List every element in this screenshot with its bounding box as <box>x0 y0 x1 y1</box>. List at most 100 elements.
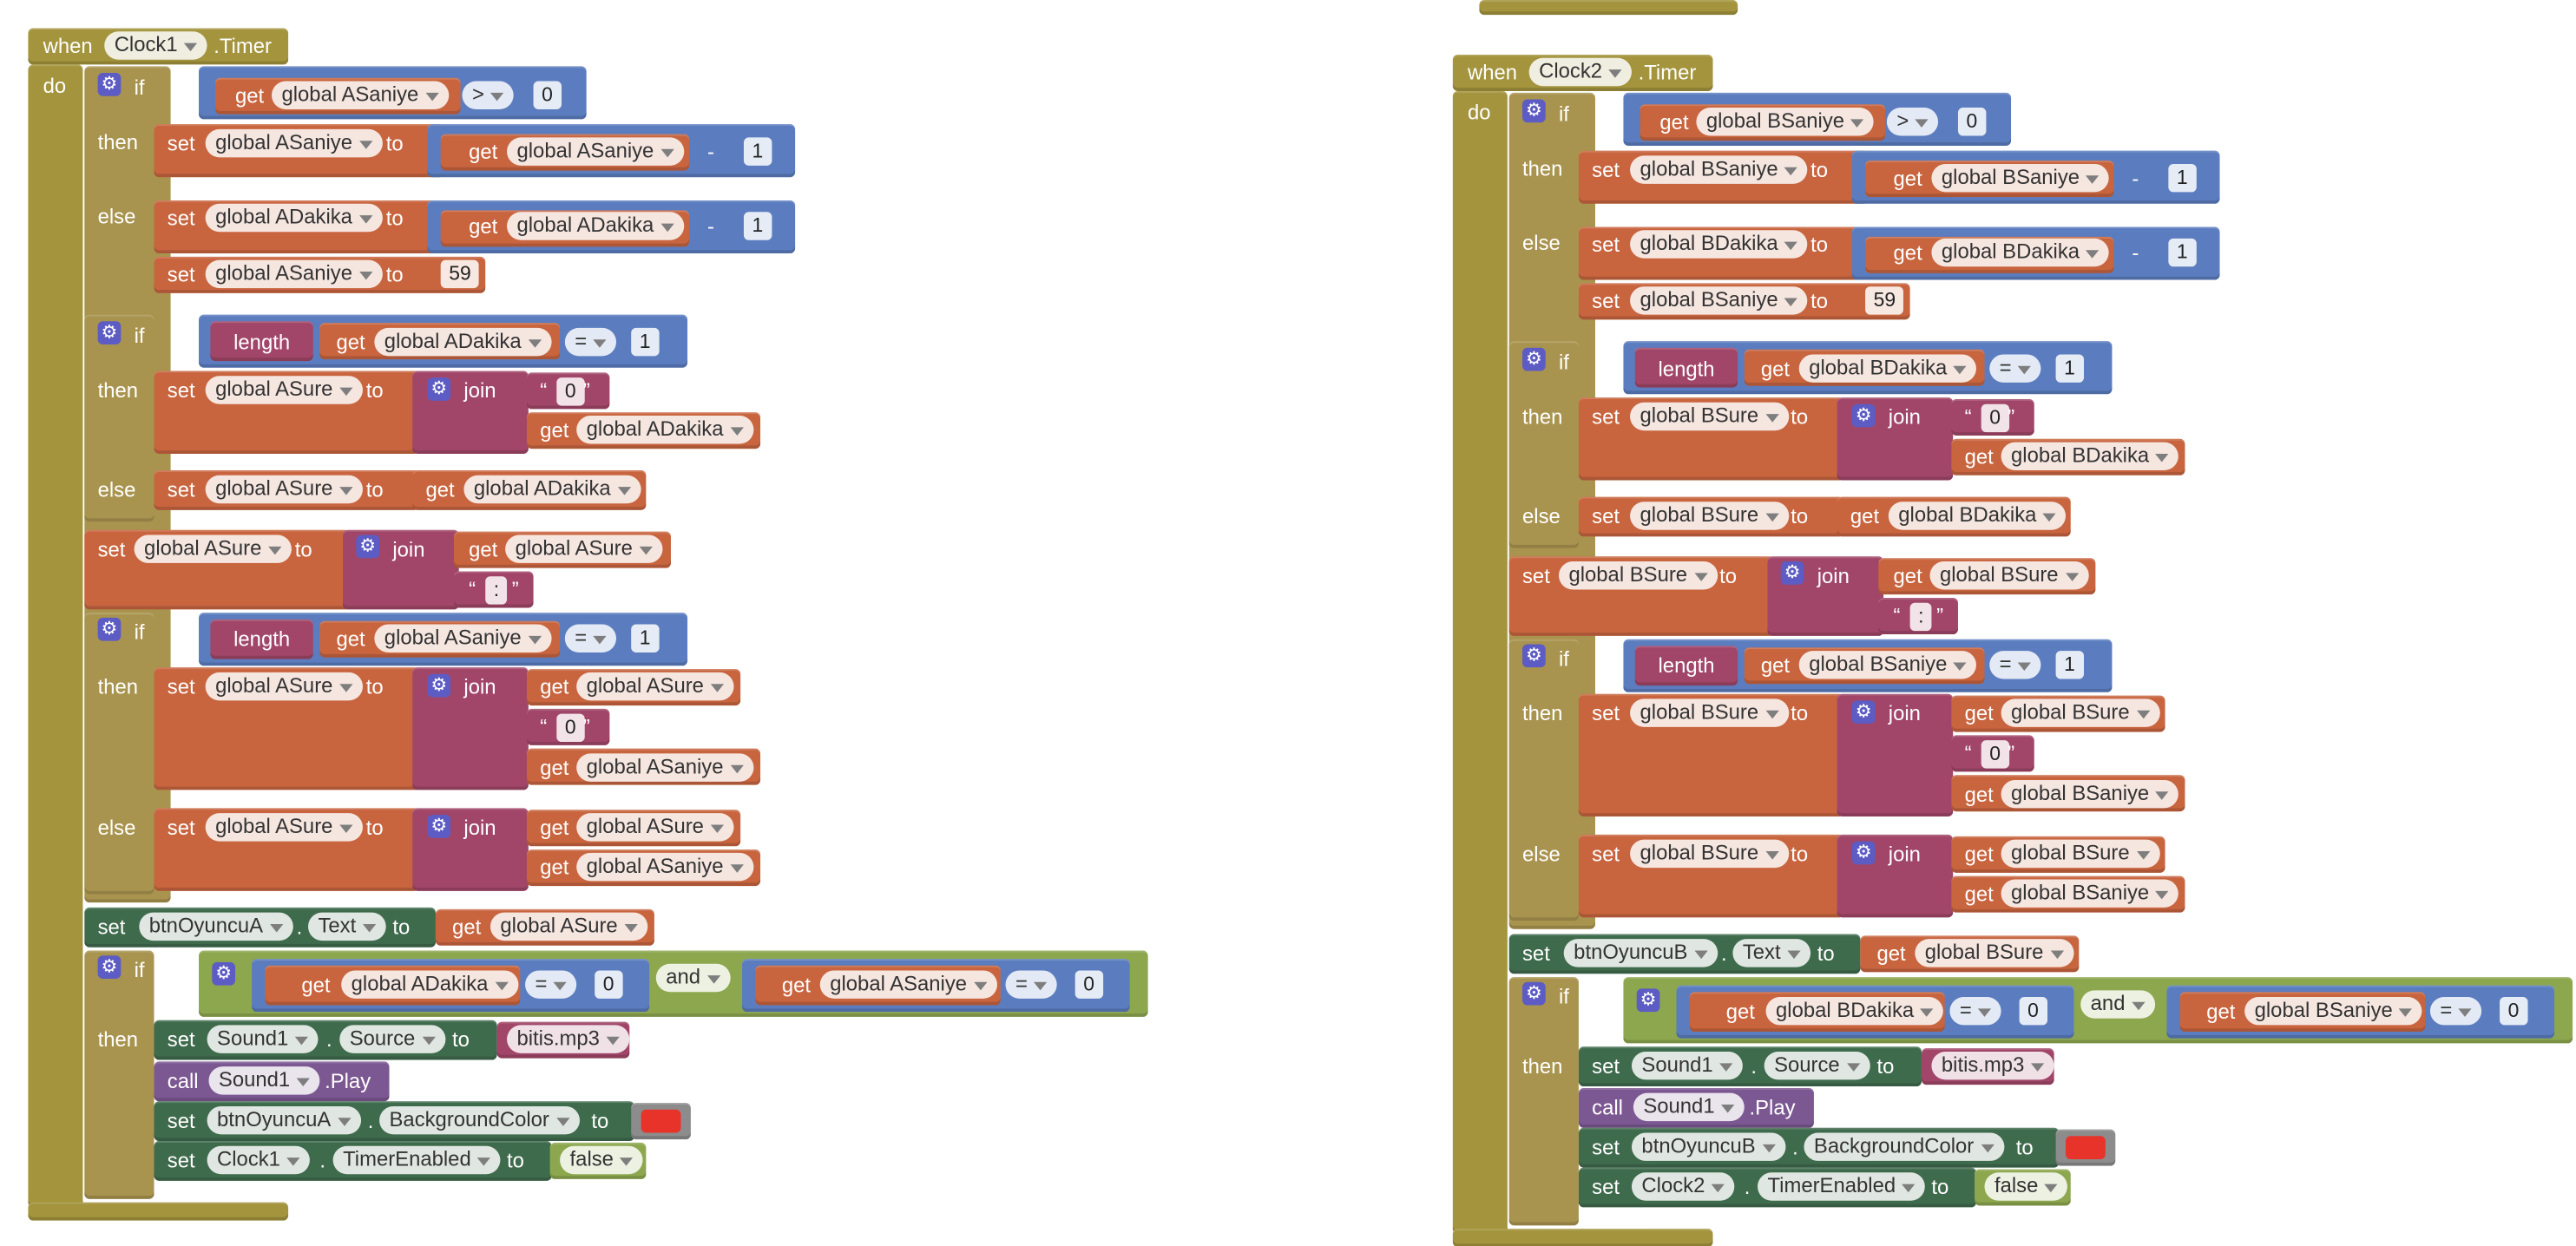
variable-dropdown[interactable]: global BSure <box>1630 698 1789 727</box>
variable-dropdown[interactable]: global BSure <box>1915 939 2073 967</box>
gear-icon[interactable]: ⚙ <box>356 534 380 559</box>
variable-dropdown[interactable]: global ASaniye <box>819 970 997 999</box>
if-block[interactable] <box>1508 341 1579 548</box>
variable-dropdown[interactable]: global ASure <box>490 912 648 941</box>
number-field[interactable]: 59 <box>1865 286 1904 315</box>
property-dropdown[interactable]: Source <box>339 1025 445 1053</box>
variable-dropdown[interactable]: global BSure <box>1630 839 1789 869</box>
event-footer[interactable] <box>1452 1229 1713 1246</box>
variable-dropdown[interactable]: global BSaniye <box>1630 155 1809 184</box>
variable-dropdown[interactable]: global BSure <box>2001 698 2160 727</box>
event-do-column[interactable] <box>28 64 83 1208</box>
variable-dropdown[interactable]: global ASure <box>205 376 363 404</box>
string-value[interactable]: 0 <box>556 377 585 406</box>
variable-dropdown[interactable]: global BDakika <box>1888 502 2067 530</box>
string-value[interactable]: : <box>485 576 508 605</box>
text-dropdown[interactable]: bitis.mp3 <box>1931 1051 2054 1080</box>
number-field[interactable]: 1 <box>2055 354 2084 383</box>
gear-icon[interactable]: ⚙ <box>97 617 122 641</box>
property-dropdown[interactable]: BackgroundColor <box>1804 1132 2004 1161</box>
collapsed-block-stub[interactable] <box>1479 0 1738 16</box>
gear-icon[interactable]: ⚙ <box>1851 700 1876 725</box>
boolean-dropdown[interactable]: false <box>560 1145 644 1175</box>
if-block[interactable] <box>84 950 154 1199</box>
variable-dropdown[interactable]: global ASure <box>205 672 363 701</box>
component-dropdown[interactable]: Clock2 <box>1528 57 1633 87</box>
variable-dropdown[interactable]: global BDakika <box>1765 996 1944 1026</box>
number-field[interactable]: 0 <box>1074 970 1103 999</box>
string-value[interactable]: : <box>1909 602 1933 632</box>
component-dropdown[interactable]: Sound1 <box>1633 1092 1745 1122</box>
operator-dropdown[interactable]: = <box>564 624 617 653</box>
number-field[interactable]: 1 <box>743 137 772 166</box>
string-value[interactable]: 0 <box>1981 403 2009 433</box>
gear-icon[interactable]: ⚙ <box>1522 99 1546 123</box>
variable-dropdown[interactable]: global BSaniye <box>2001 879 2179 908</box>
variable-dropdown[interactable]: global ADakika <box>341 970 518 999</box>
gear-icon[interactable]: ⚙ <box>97 955 122 979</box>
component-dropdown[interactable]: Sound1 <box>1631 1051 1744 1080</box>
property-dropdown[interactable]: Text <box>307 912 386 941</box>
variable-dropdown[interactable]: global ASure <box>505 534 663 563</box>
variable-dropdown[interactable]: global ADakika <box>374 327 551 357</box>
variable-dropdown[interactable]: global BDakika <box>1931 238 2110 267</box>
variable-dropdown[interactable]: global ADakika <box>463 475 641 504</box>
number-field[interactable]: 0 <box>2500 996 2527 1026</box>
if-block[interactable] <box>1508 639 1579 921</box>
variable-dropdown[interactable]: global BSure <box>1630 502 1789 530</box>
component-dropdown[interactable]: Clock2 <box>1631 1172 1735 1201</box>
gear-icon[interactable]: ⚙ <box>1851 841 1876 865</box>
variable-dropdown[interactable]: global BSaniye <box>2001 779 2179 809</box>
variable-dropdown[interactable]: global ADakika <box>576 416 753 444</box>
variable-dropdown[interactable]: global BDakika <box>1630 230 1809 259</box>
length-block[interactable] <box>1634 347 1738 388</box>
length-block[interactable] <box>1634 646 1738 686</box>
gear-icon[interactable]: ⚙ <box>427 673 451 698</box>
variable-dropdown[interactable]: global BSaniye <box>1798 651 1977 679</box>
component-dropdown[interactable]: Clock1 <box>207 1145 311 1175</box>
variable-dropdown[interactable]: global ASure <box>205 475 363 504</box>
number-field[interactable]: 0 <box>2019 996 2047 1026</box>
boolean-dropdown[interactable]: false <box>1984 1172 2068 1201</box>
number-field[interactable]: 0 <box>1957 108 1986 136</box>
component-dropdown[interactable]: btnOyuncuB <box>1563 939 1718 967</box>
variable-dropdown[interactable]: global ASaniye <box>205 259 383 289</box>
and-dropdown[interactable]: and <box>2080 990 2155 1019</box>
variable-dropdown[interactable]: global ASaniye <box>576 852 753 882</box>
component-dropdown[interactable]: Sound1 <box>208 1066 320 1095</box>
variable-dropdown[interactable]: global BSaniye <box>2244 996 2423 1026</box>
string-value[interactable]: 0 <box>556 713 585 743</box>
component-dropdown[interactable]: Clock1 <box>104 31 207 60</box>
gear-icon[interactable]: ⚙ <box>1636 988 1660 1013</box>
variable-dropdown[interactable]: global BSaniye <box>1696 108 1875 136</box>
gear-icon[interactable]: ⚙ <box>97 321 122 344</box>
property-dropdown[interactable]: BackgroundColor <box>379 1105 580 1135</box>
variable-dropdown[interactable]: global BSure <box>1929 561 2088 590</box>
operator-dropdown[interactable]: = <box>1005 970 1058 999</box>
variable-dropdown[interactable]: global ADakika <box>205 203 383 233</box>
variable-dropdown[interactable]: global ASaniye <box>576 753 753 782</box>
number-field[interactable]: 0 <box>533 81 562 109</box>
gear-icon[interactable]: ⚙ <box>427 815 451 838</box>
variable-dropdown[interactable]: global ADakika <box>507 212 684 240</box>
number-field[interactable]: 1 <box>631 327 660 357</box>
operator-dropdown[interactable]: > <box>1886 108 1939 136</box>
variable-dropdown[interactable]: global ASaniye <box>272 81 449 109</box>
gear-icon[interactable]: ⚙ <box>1780 561 1804 585</box>
color-swatch[interactable] <box>641 1109 681 1133</box>
number-field[interactable]: 0 <box>595 970 623 999</box>
operator-dropdown[interactable]: > <box>462 81 515 109</box>
variable-dropdown[interactable]: global ASaniye <box>507 137 684 166</box>
gear-icon[interactable]: ⚙ <box>1522 644 1546 668</box>
gear-icon[interactable]: ⚙ <box>212 961 236 986</box>
gear-icon[interactable]: ⚙ <box>97 72 122 96</box>
variable-dropdown[interactable]: global ASure <box>134 534 292 563</box>
operator-dropdown[interactable]: = <box>564 327 617 357</box>
length-block[interactable] <box>210 321 313 362</box>
variable-dropdown[interactable]: global BSaniye <box>1630 286 1809 315</box>
text-dropdown[interactable]: bitis.mp3 <box>507 1025 630 1053</box>
property-dropdown[interactable]: TimerEnabled <box>1758 1172 1926 1201</box>
variable-dropdown[interactable]: global ASure <box>576 672 734 701</box>
number-field[interactable]: 1 <box>631 624 660 653</box>
